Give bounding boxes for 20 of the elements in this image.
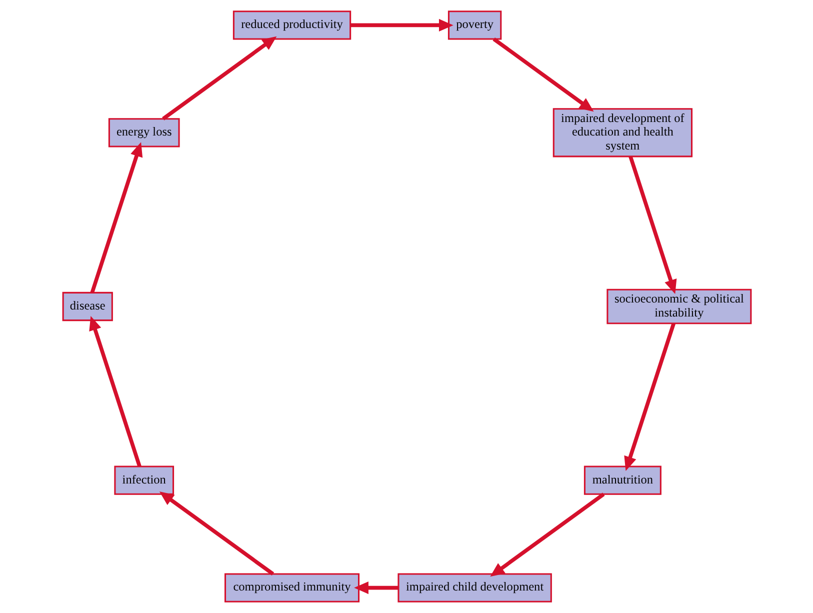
arrow xyxy=(628,156,676,294)
arrow xyxy=(90,142,142,294)
arrow xyxy=(490,492,604,577)
node-box: infection xyxy=(114,466,174,495)
node-box: impaired development of education and health system xyxy=(552,108,692,158)
node-box: energy loss xyxy=(108,118,180,148)
arrow xyxy=(88,316,141,468)
arrow xyxy=(624,322,675,472)
node-box: socioeconomic & political instability xyxy=(606,288,752,324)
node-box: reduced productivity xyxy=(232,10,351,40)
arrow xyxy=(354,582,398,594)
node-box: malnutrition xyxy=(583,466,661,495)
arrow xyxy=(492,37,594,112)
node-box: compromised immunity xyxy=(224,573,360,602)
node-box: poverty xyxy=(447,10,502,40)
node-box: disease xyxy=(62,292,112,322)
arrow xyxy=(158,491,274,576)
arrow xyxy=(162,36,276,120)
node-box: impaired child development xyxy=(397,573,552,602)
arrow xyxy=(350,18,453,32)
